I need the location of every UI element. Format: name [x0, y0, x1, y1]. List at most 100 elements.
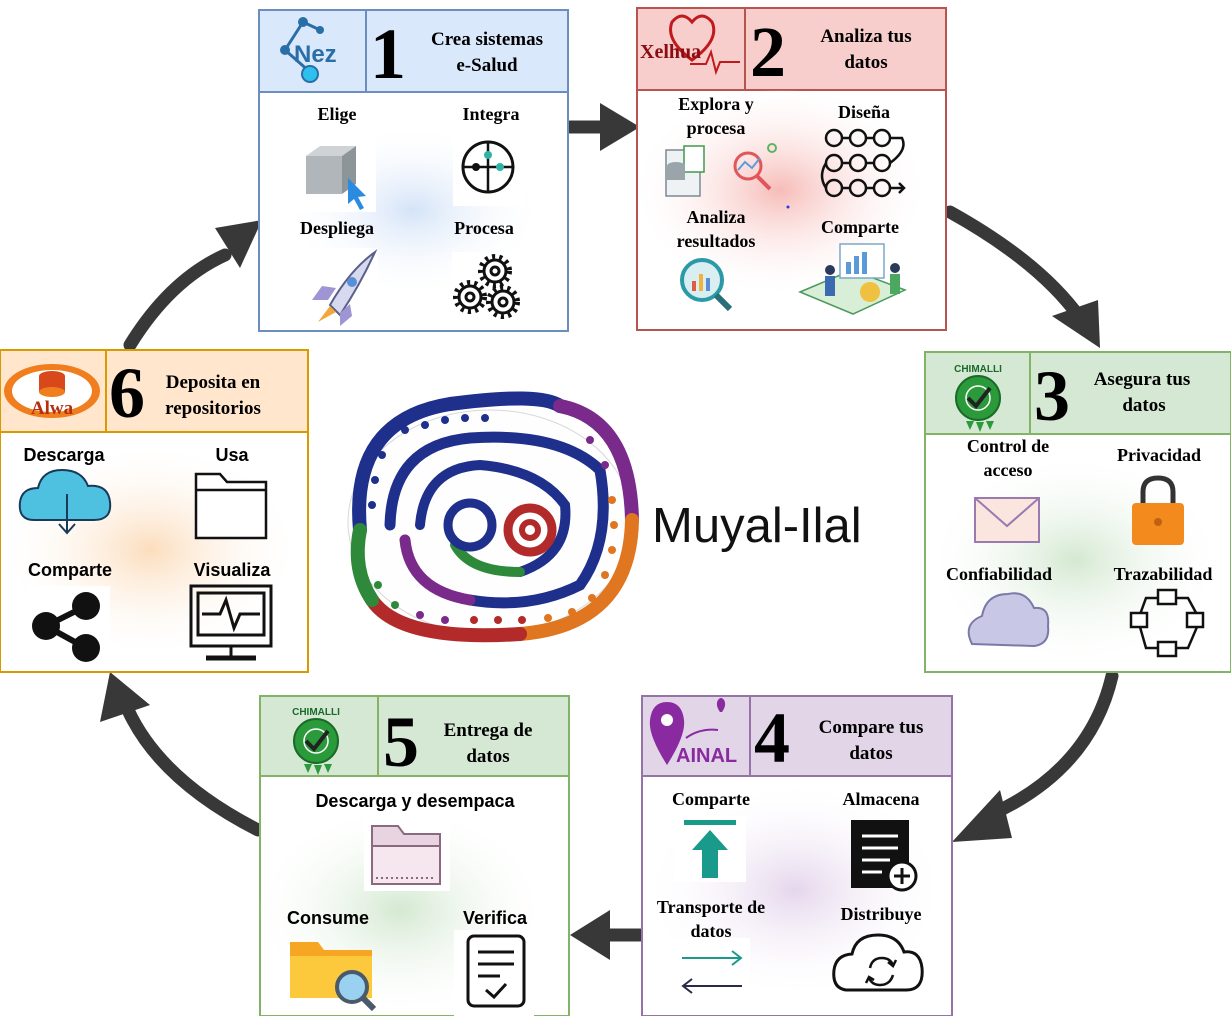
step-4-title-line2: datos [849, 743, 892, 764]
step-2-item-explora-line1: Explora y [678, 94, 754, 114]
step-3-title-line1: Asegura tus [1094, 369, 1191, 390]
chimalli-logo-text: CHIMALLI [954, 364, 1002, 375]
upload-arrow-icon [674, 816, 746, 882]
envelope-icon [974, 497, 1040, 543]
step-2-item-explora-line2: procesa [687, 118, 746, 138]
xelhua-logo: Xelhua [640, 14, 740, 76]
ainal-logo: AINAL [649, 698, 737, 767]
cycle-arrows [100, 103, 1119, 960]
cube-cursor-icon [298, 138, 376, 212]
share-icon [28, 586, 110, 666]
step-4-item-almacena: Almacena [843, 789, 920, 809]
step-5-item-descarga: Descarga y desempaca [315, 791, 515, 811]
step-3-item-confiabilidad: Confiabilidad [946, 564, 1052, 584]
chimalli-logo: CHIMALLI [292, 707, 340, 775]
step-3-item-trazabilidad: Trazabilidad [1114, 564, 1213, 584]
folder-icon [194, 472, 268, 540]
arrow-5-to-6 [121, 703, 265, 837]
step-6-item-comparte: Comparte [28, 560, 112, 580]
alwa-logo-text: Alwa [31, 398, 74, 419]
nez-logo: Nez [280, 17, 337, 83]
step-4-item-transporte-line1: Transporte de [657, 897, 765, 917]
checklist-icon [454, 930, 534, 1016]
data-explore-icon [665, 143, 777, 197]
step-2-title-line2: datos [844, 52, 887, 73]
step-1-title-line2: e-Salud [456, 55, 518, 76]
cloud-icon [967, 592, 1050, 648]
rocket-icon [296, 248, 378, 326]
step-1-title-line1: Crea sistemas [431, 29, 543, 50]
dashboard-people-icon [798, 243, 907, 315]
arrow-6-to-1 [123, 248, 232, 352]
padlock-icon [1132, 475, 1184, 545]
step-5-title-line2: datos [466, 746, 509, 767]
step-4-title-line1: Compare tus [819, 717, 924, 738]
folder-open-icon [364, 815, 450, 891]
step-5-number: 5 [383, 702, 419, 782]
step-2-item-analiza-line1: Analiza [686, 207, 745, 227]
step-2-title-line1: Analiza tus [820, 26, 911, 47]
step-3-item-control-line1: Control de [967, 436, 1049, 456]
step-3-item-privacidad: Privacidad [1117, 445, 1201, 465]
arrow-2-to-3 [943, 205, 1087, 325]
xelhua-logo-text: Xelhua [640, 41, 701, 63]
step-1-item-despliega: Despliega [300, 218, 374, 238]
step-6-title-line1: Deposita en [166, 372, 261, 393]
step-1-number: 1 [370, 14, 406, 94]
step-4-item-comparte: Comparte [672, 789, 750, 809]
arrow-2-to-3-head [1052, 300, 1100, 348]
step-1-item-procesa: Procesa [454, 218, 514, 238]
step-1-box: Nez 1 Crea sistemas e-Salud Elige Integr… [258, 9, 569, 332]
folder-search-icon [290, 942, 377, 1012]
step-5-item-verifica: Verifica [463, 908, 528, 928]
step-1-item-elige: Elige [318, 104, 357, 124]
document-add-icon [851, 820, 918, 892]
nez-logo-text: Nez [294, 41, 337, 68]
ainal-logo-text: AINAL [676, 745, 737, 767]
gears-icon [452, 252, 522, 322]
chart-magnifier-icon [680, 258, 733, 312]
step-6-item-descarga: Descarga [23, 445, 105, 465]
step-2-item-disena: Diseña [838, 102, 890, 122]
cloud-download-icon [18, 468, 112, 535]
arrow-6-to-1-head [215, 220, 262, 268]
step-5-title-line1: Entrega de [444, 720, 533, 741]
transfer-arrows-icon [674, 938, 750, 1000]
alwa-logo: Alwa [4, 364, 100, 419]
step-1-item-integra: Integra [463, 104, 520, 124]
puzzle-icon [453, 136, 525, 206]
step-3-box: CHIMALLI 3 Asegura tus datos Control de … [924, 351, 1231, 673]
step-6-box: Alwa 6 Deposita en repositorios Descarga… [0, 349, 309, 673]
step-5-box: CHIMALLI 5 Entrega de datos Descarga y d… [259, 695, 570, 1016]
step-3-title-line2: datos [1122, 395, 1165, 416]
step-5-item-consume: Consume [287, 908, 369, 928]
step-6-title-line2: repositorios [165, 398, 261, 419]
step-4-number: 4 [754, 698, 790, 778]
workflow-icon [820, 128, 906, 198]
chimalli-logo-text: CHIMALLI [292, 707, 340, 718]
step-6-number: 6 [109, 353, 145, 433]
step-2-number: 2 [750, 12, 786, 92]
cloud-sync-icon [832, 933, 924, 992]
chimalli-logo: CHIMALLI [954, 364, 1002, 432]
arrow-3-to-4-head [952, 790, 1012, 842]
step-2-box: Xelhua 2 Analiza tus datos Explora y pro… [636, 7, 947, 331]
step-2-item-comparte: Comparte [821, 217, 899, 237]
step-6-item-usa: Usa [215, 445, 249, 465]
step-3-item-control-line2: acceso [984, 460, 1033, 480]
step-4-item-distribuye: Distribuye [841, 904, 922, 924]
center-logo [347, 391, 639, 643]
arrow-3-to-4 [983, 669, 1119, 822]
arrow-5-to-6-head [100, 672, 150, 722]
network-icon [1129, 588, 1205, 658]
step-2-item-analiza-line2: resultados [677, 231, 756, 251]
step-3-number: 3 [1034, 356, 1070, 436]
brand-name: Muyal-Ilal [652, 499, 862, 553]
monitor-pulse-icon [189, 584, 273, 661]
arrow-1-to-2-head [600, 103, 640, 151]
step-4-box: AINAL 4 Compare tus datos Comparte Almac… [641, 695, 953, 1016]
step-6-item-visualiza: Visualiza [194, 560, 272, 580]
arrow-4-to-5-head [570, 910, 610, 960]
step-4-item-transporte-line2: datos [690, 921, 731, 941]
